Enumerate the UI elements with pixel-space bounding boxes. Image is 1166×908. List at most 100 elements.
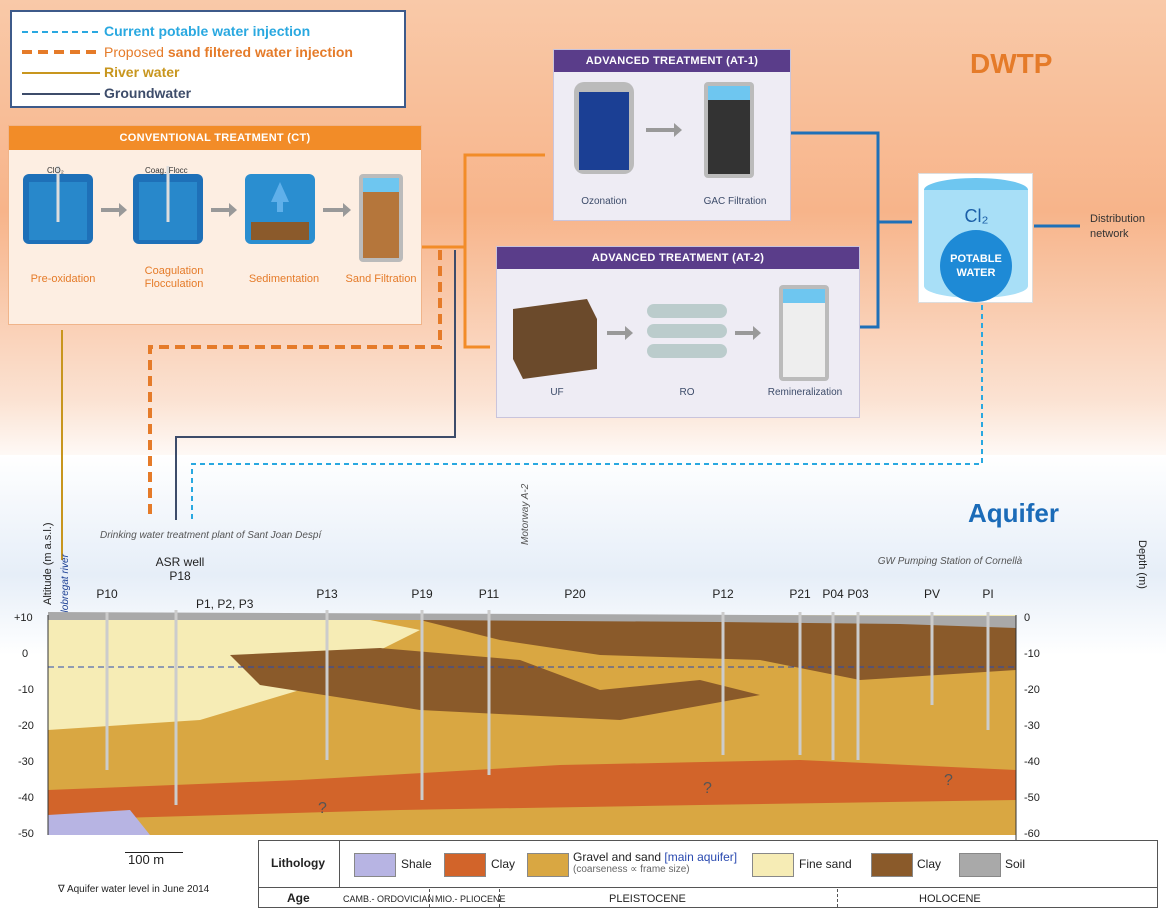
age-pleistocene: PLEISTOCENE: [609, 893, 686, 905]
at1-illustrations: [574, 82, 754, 178]
cross-section: [47, 610, 1017, 840]
flow-lines: [61, 131, 1080, 560]
unknown-mark-3: ?: [944, 772, 953, 789]
lithology-header-cell: [259, 841, 340, 888]
shale-label: Shale: [401, 857, 432, 871]
legend-river-water: River water: [104, 64, 180, 80]
well-p10: P10: [96, 587, 118, 601]
step-pre-oxidation: Pre-oxidation: [30, 273, 96, 285]
plant-label: Drinking water treatment plant of Sant J…: [100, 530, 322, 541]
step-sedimentation: Sedimentation: [248, 273, 320, 285]
ct-illustrations: [23, 166, 403, 262]
age-miopliocene: MIO.- PLIOCENE: [435, 894, 506, 904]
step-remineralization: Remineralization: [767, 387, 843, 398]
step-gac-filtration: GAC Filtration: [703, 196, 767, 207]
well-p03: P03: [847, 587, 869, 601]
right-tick-6: -60: [1024, 828, 1040, 840]
legend-proposed-prefix: Proposed: [104, 44, 168, 60]
well-p13: P13: [316, 587, 338, 601]
age-row-line: [339, 887, 1157, 888]
gravel-label: Gravel and sand [main aquifer]: [573, 850, 737, 864]
step-ro: RO: [679, 387, 695, 398]
age-header: Age: [287, 891, 310, 905]
dwtp-title: DWTP: [970, 48, 1053, 79]
clay1-label: Clay: [491, 857, 516, 871]
step-coagulation: Coagulation Flocculation: [144, 265, 204, 290]
potable-water-label: POTABLE WATER: [950, 253, 1002, 279]
main-aquifer-text: [main aquifer]: [664, 850, 738, 864]
well-p04: P04: [822, 587, 844, 601]
water-level-icon: ∇: [58, 884, 65, 895]
at2-panel: ADVANCED TREATMENT (AT-2) UF RO Reminera…: [496, 246, 860, 418]
legend-proposed-bold: sand filtered water injection: [167, 44, 353, 60]
left-tick-4: -30: [18, 756, 34, 768]
soil-label: Soil: [1005, 857, 1026, 871]
at2-title: ADVANCED TREATMENT (AT-2): [497, 247, 859, 269]
well-p11: P11: [478, 587, 500, 601]
aquifer-title: Aquifer: [968, 498, 1059, 528]
lithology-header: Lithology: [271, 856, 325, 870]
age-divider-2: [499, 889, 500, 907]
right-tick-3: -30: [1024, 720, 1040, 732]
at1-title: ADVANCED TREATMENT (AT-1): [554, 50, 790, 72]
potable-tank: [924, 178, 1028, 302]
left-tick-2: -10: [18, 684, 34, 696]
conventional-treatment-panel: CONVENTIONAL TREATMENT (CT) ClO₂ Coag. F…: [8, 125, 422, 325]
legend-lines: [22, 31, 100, 95]
well-p19: P19: [411, 587, 433, 601]
legend-groundwater: Groundwater: [104, 85, 192, 101]
legend: Current potable water injection Proposed…: [10, 10, 406, 108]
asr-well-id: P18: [169, 569, 191, 583]
clay-red-swatch: [444, 853, 486, 877]
at2-illustrations: [513, 285, 829, 381]
right-tick-2: -20: [1024, 684, 1040, 696]
coag-flocc-label: Coag. Flocc: [145, 166, 188, 175]
well-p12: P12: [712, 587, 734, 601]
age-divider-1: [429, 889, 430, 907]
motorway-label: Motorway A-2: [520, 483, 531, 545]
right-tick-0: 0: [1024, 612, 1031, 624]
age-divider-3: [837, 889, 838, 907]
distribution-network-label: Distribution network: [1090, 213, 1146, 240]
left-tick-0: +10: [14, 612, 33, 624]
potable-water-panel: Cl₂ POTABLE WATER: [918, 173, 1033, 303]
fine-sand-swatch: [752, 853, 794, 877]
clay2-label: Clay: [917, 857, 942, 871]
water-level-note: ∇ Aquifer water level in June 2014: [58, 884, 209, 895]
cl2-label: Cl₂: [964, 206, 989, 226]
right-tick-5: -50: [1024, 792, 1040, 804]
left-tick-3: -20: [18, 720, 34, 732]
left-axis-title: Altitude (m a.s.l.): [42, 522, 54, 605]
left-tick-6: -50: [18, 828, 34, 840]
step-ozonation: Ozonation: [581, 196, 627, 207]
scale-bar: [125, 852, 183, 853]
fine-sand-label: Fine sand: [799, 857, 852, 871]
pumping-station-label: GW Pumping Station of Cornellà: [877, 556, 1023, 567]
left-tick-5: -40: [18, 792, 34, 804]
age-holocene: HOLOCENE: [919, 893, 981, 905]
water-level-text: Aquifer water level in June 2014: [66, 884, 210, 895]
unknown-mark-1: ?: [318, 800, 327, 817]
clay-brown-swatch: [871, 853, 913, 877]
soil-swatch: [959, 853, 1001, 877]
conventional-title: CONVENTIONAL TREATMENT (CT): [9, 126, 421, 150]
well-p21: P21: [789, 587, 811, 601]
legend-proposed: Proposed sand filtered water injection: [104, 44, 353, 60]
asr-subwells: P1, P2, P3: [196, 597, 254, 611]
lithology-table: Lithology Age Shale Clay Gravel and sand…: [258, 840, 1158, 908]
legend-current-potable: Current potable water injection: [104, 23, 311, 39]
left-tick-1: 0: [22, 648, 29, 660]
coarseness-label: (coarseness ∝ frame size): [573, 864, 690, 875]
well-p20: P20: [564, 587, 586, 601]
asr-well-label: ASR well: [155, 555, 205, 569]
unknown-mark-2: ?: [703, 780, 712, 797]
step-uf: UF: [550, 387, 564, 398]
scale-label: 100 m: [128, 852, 165, 867]
right-tick-1: -10: [1024, 648, 1040, 660]
right-axis-title: Depth (m): [1136, 540, 1148, 589]
well-pv: PV: [923, 587, 940, 601]
step-sand-filtration: Sand Filtration: [345, 273, 417, 285]
shale-swatch: [354, 853, 396, 877]
at1-panel: ADVANCED TREATMENT (AT-1) Ozonation GAC …: [553, 49, 791, 221]
well-pi: PI: [982, 587, 994, 601]
